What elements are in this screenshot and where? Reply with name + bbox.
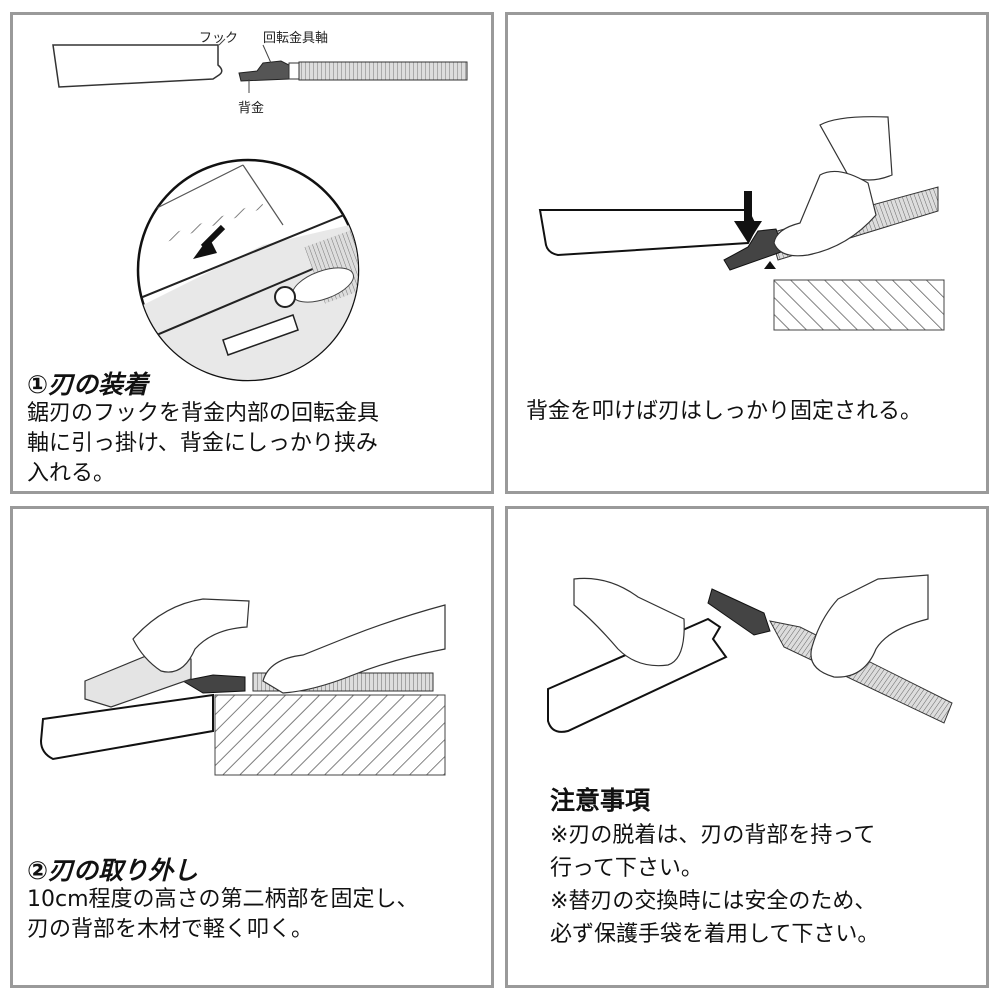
remove-instructions: 10cm程度の高さの第二柄部を固定し、 刃の背部を木材で軽く叩く。 — [27, 885, 419, 945]
remove-line-1: 10cm程度の高さの第二柄部を固定し、 — [27, 887, 419, 912]
pivot-marker — [764, 261, 776, 269]
attach-line-2: 軸に引っ掛け、背金にしっかり挟み — [27, 431, 378, 456]
attach-line-3: 入れる。 — [27, 461, 116, 486]
right-hand — [810, 574, 929, 678]
attach-instructions: 鋸刃のフックを背金内部の回転金具 軸に引っ掛け、背金にしっかり挟み 入れる。 — [27, 399, 379, 489]
attach-line-1: 鋸刃のフックを背金内部の回転金具 — [27, 401, 380, 426]
fix-instructions: 背金を叩けば刃はしっかり固定される。 — [526, 399, 923, 424]
label-rotating-axis: 回転金具軸 — [263, 31, 329, 46]
small-back-metal — [238, 60, 468, 82]
remove-blade-illustration — [39, 598, 446, 776]
right-hand — [262, 604, 446, 694]
panel-fix-blade: 背金を叩けば刃はしっかり固定される。 — [505, 12, 989, 494]
caution-line-4: 必ず保護手袋を着用して下さい。 — [550, 922, 880, 947]
work-surface — [773, 279, 945, 331]
caution-line-1: ※刃の脱着は、刃の背部を持って — [550, 823, 876, 848]
caution-line-2: 行って下さい。 — [550, 856, 703, 881]
magnified-view — [136, 158, 360, 382]
caution-notes: ※刃の脱着は、刃の背部を持って 行って下さい。 ※替刃の交換時には安全のため、 … — [550, 819, 879, 951]
label-back-metal: 背金 — [238, 101, 265, 116]
hand — [773, 116, 893, 257]
panel-attach-blade: フック 回転金具軸 背金 ①刃の装着 鋸刃のフックを背金内部の回転金具 軸に引っ… — [10, 12, 494, 494]
attach-blade-illustration — [52, 38, 468, 382]
caution-line-3: ※替刃の交換時には安全のため、 — [550, 889, 877, 914]
down-arrow — [734, 191, 762, 243]
panel-remove-blade: ②刃の取り外し 10cm程度の高さの第二柄部を固定し、 刃の背部を木材で軽く叩く… — [10, 506, 494, 988]
heading-attach: ①刃の装着 — [27, 370, 149, 399]
label-hook: フック — [199, 31, 239, 46]
left-hand — [132, 598, 250, 673]
caution-illustration — [547, 574, 953, 733]
panel-caution: 注意事項 ※刃の脱着は、刃の背部を持って 行って下さい。 ※替刃の交換時には安全… — [505, 506, 989, 988]
heading-remove: ②刃の取り外し — [27, 856, 199, 885]
small-blade — [52, 44, 223, 88]
saw-blade — [39, 693, 214, 761]
fix-blade-illustration — [538, 116, 945, 331]
saw-blade — [538, 209, 758, 257]
left-hand — [573, 577, 685, 667]
remove-line-2: 刃の背部を木材で軽く叩く。 — [27, 917, 314, 942]
heading-caution: 注意事項 — [550, 786, 651, 815]
work-surface — [214, 694, 446, 776]
